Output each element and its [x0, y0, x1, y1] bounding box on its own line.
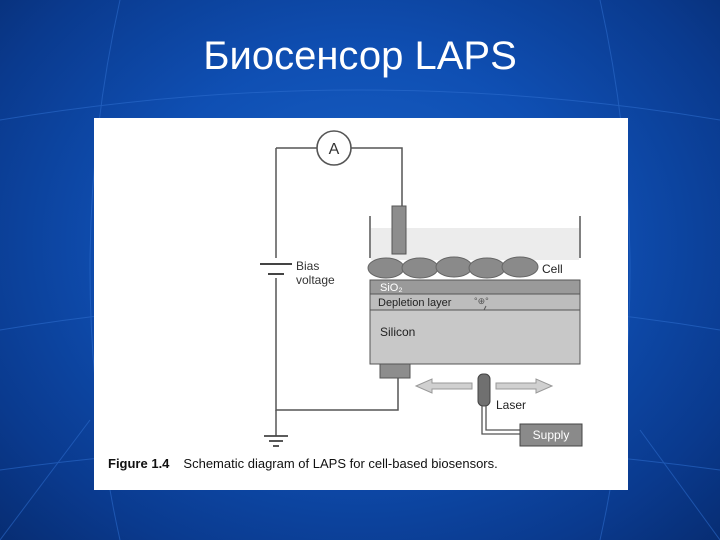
- silicon-layer: [369, 309, 581, 365]
- cell-layer: [367, 256, 539, 279]
- ammeter-icon: A: [316, 130, 352, 166]
- laps-diagram: A Bias voltage: [260, 130, 583, 447]
- ammeter-label: A: [329, 141, 340, 158]
- laser-icon: [477, 373, 491, 407]
- bias-label-line2: voltage: [296, 273, 335, 287]
- charge-carriers-icon: °⊕°: [474, 296, 489, 306]
- electrode: [391, 205, 407, 255]
- back-contact: [379, 363, 411, 379]
- silicon-label: Silicon: [380, 325, 415, 339]
- depletion-label: Depletion layer: [378, 297, 452, 309]
- laser-wires: [481, 406, 520, 435]
- battery-icon: [260, 263, 292, 275]
- figure-caption: Figure 1.4 Schematic diagram of LAPS for …: [108, 456, 498, 471]
- container-walls: [369, 216, 581, 258]
- bias-label-line1: Bias: [296, 259, 319, 273]
- laser-label: Laser: [496, 398, 526, 412]
- scan-arrow-left-icon: [414, 378, 473, 394]
- figure-number: Figure 1.4: [108, 456, 170, 471]
- figure-panel: A Bias voltage: [94, 118, 628, 490]
- cell-label: Cell: [542, 262, 563, 276]
- sio2-label: SiO₂: [380, 282, 403, 294]
- supply-label: Supply: [533, 428, 570, 442]
- scan-arrow-right-icon: [495, 378, 554, 394]
- caption-text: Schematic diagram of LAPS for cell-based…: [183, 456, 498, 471]
- ground-icon: [264, 435, 288, 447]
- supply-box: [519, 423, 583, 447]
- slide-title: Биосенсор LAPS: [203, 34, 517, 78]
- svg-text:°⊕°: °⊕°: [474, 296, 489, 306]
